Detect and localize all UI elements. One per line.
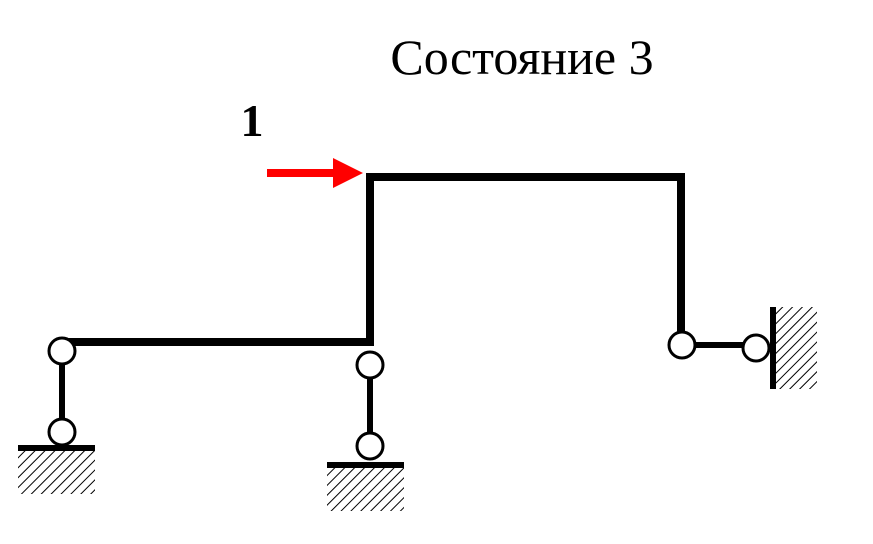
center-column-and-top-beam [366, 173, 685, 349]
middle-top-hinge [355, 350, 385, 380]
left-bottom-hinge [47, 417, 77, 447]
middle-bottom-hinge [355, 431, 385, 461]
load-label: 1 [241, 95, 264, 146]
middle-ground-hatch [327, 465, 404, 511]
right-wall-hatch [773, 307, 817, 389]
right-frame-hinge [667, 330, 697, 360]
left-support [18, 336, 95, 494]
left-ground-hatch [18, 448, 95, 494]
frame-members [59, 173, 685, 349]
load-arrow [267, 158, 363, 188]
right-support [667, 307, 817, 389]
middle-support [327, 350, 404, 511]
left-top-hinge [47, 336, 77, 366]
diagram-title: Состояние 3 [390, 29, 653, 85]
right-wall-hinge [741, 333, 771, 363]
